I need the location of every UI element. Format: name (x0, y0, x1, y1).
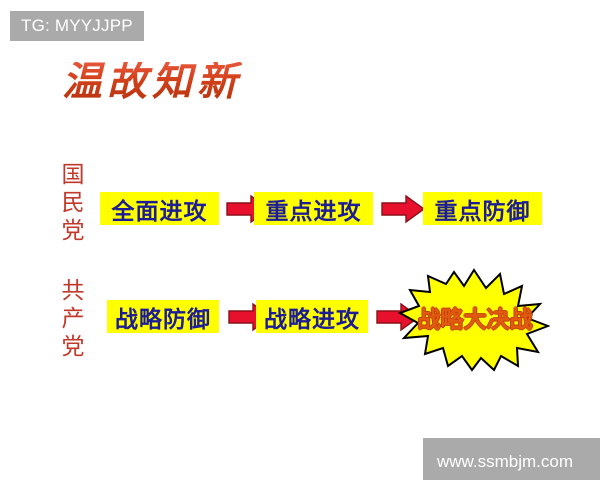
watermark-website: www.ssmbjm.com (423, 438, 600, 480)
party-label-char: 产 (61, 306, 85, 333)
stage-box-kmt-2: 重点进攻 (254, 192, 373, 225)
arrow-right-icon (381, 194, 426, 224)
starburst-label: 战略大决战 (417, 307, 533, 333)
stage-box-cpc-2: 战略进攻 (256, 300, 368, 333)
party-label-char: 国 (61, 162, 85, 188)
party-label-char: 党 (61, 334, 85, 361)
row-label-kuomintang: 国 民 党 (60, 161, 86, 245)
starburst-shape (397, 268, 551, 372)
stage-box-kmt-3: 重点防御 (423, 192, 542, 225)
page-title: 温故知新 (62, 58, 242, 105)
stage-box-cpc-1: 战略防御 (107, 300, 219, 333)
party-label-char: 民 (61, 190, 85, 217)
watermark-telegram: TG: MYYJJPP (10, 11, 144, 41)
party-label-char: 共 (61, 278, 85, 304)
row-label-communist-party: 共 产 党 (60, 277, 86, 361)
stage-box-kmt-1: 全面进攻 (100, 192, 219, 225)
party-label-char: 党 (61, 218, 85, 245)
